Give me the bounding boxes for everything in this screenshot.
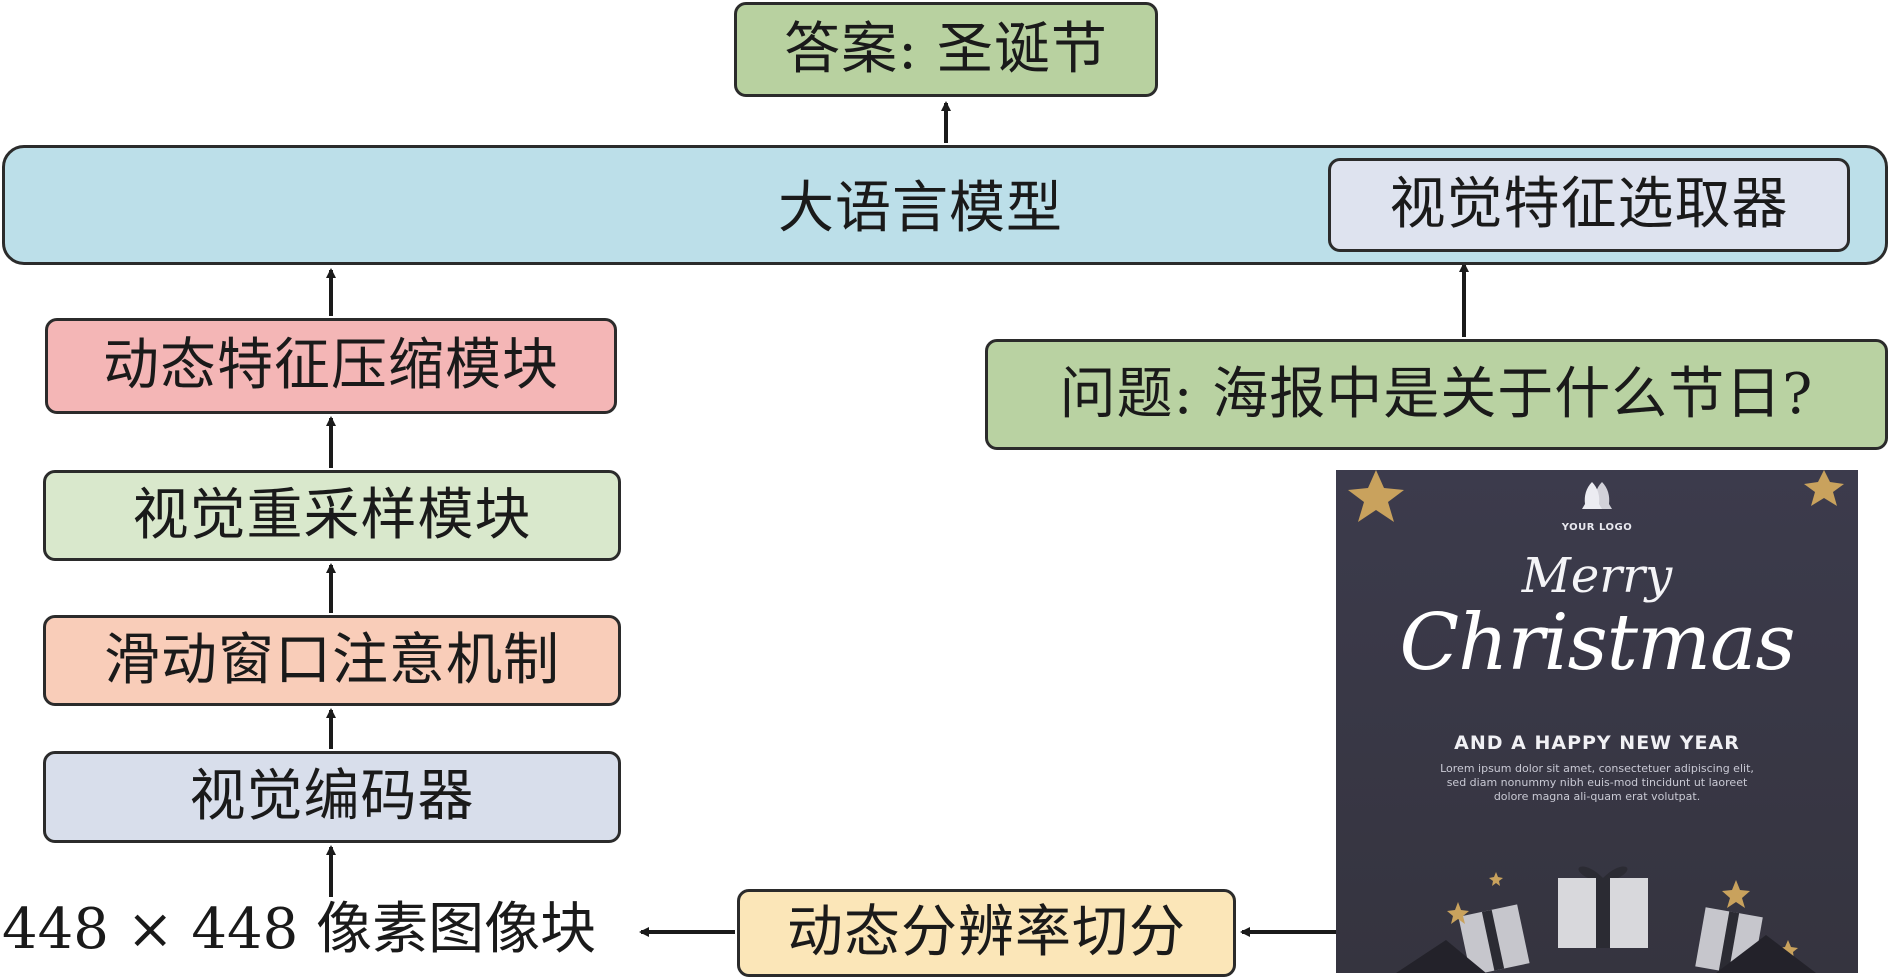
encoder-box: 视觉编码器 — [43, 751, 621, 843]
question-box: 问题: 海报中是关于什么节日? — [985, 339, 1888, 450]
dynamic-split-label: 动态分辨率切分 — [787, 900, 1186, 965]
poster-body-text: Lorem ipsum dolor sit amet, consectetuer… — [1440, 762, 1754, 803]
poster-christmas: Christmas — [1399, 598, 1795, 688]
resample-label: 视觉重采样模块 — [132, 482, 532, 548]
resample-box: 视觉重采样模块 — [43, 470, 621, 561]
star-icon — [1348, 470, 1404, 522]
star-icon — [1722, 880, 1750, 908]
pine-branch-icon — [1396, 935, 1816, 973]
window-attention-box: 滑动窗口注意机制 — [43, 615, 621, 706]
star-icon — [1804, 470, 1844, 506]
window-attention-label: 滑动窗口注意机制 — [104, 627, 560, 693]
poster-logo-text: YOUR LOGO — [1561, 522, 1633, 533]
poster-merry: Merry — [1521, 548, 1673, 604]
poster-subtitle: AND A HAPPY NEW YEAR — [1454, 732, 1740, 754]
dynamic-split-box: 动态分辨率切分 — [737, 889, 1236, 977]
selector-box: 视觉特征选取器 — [1328, 158, 1850, 252]
encoder-label: 视觉编码器 — [189, 764, 475, 829]
answer-box: 答案: 圣诞节 — [734, 2, 1158, 97]
star-icon — [1447, 902, 1469, 924]
question-label: 问题: 海报中是关于什么节日? — [1059, 361, 1814, 427]
patches-label: 448 × 448 像素图像块 — [2, 897, 597, 962]
answer-label: 答案: 圣诞节 — [784, 16, 1108, 82]
llm-label: 大语言模型 — [778, 176, 1063, 241]
bell-logo-icon — [1582, 482, 1612, 509]
poster-decorations — [1348, 470, 1844, 973]
selector-label: 视觉特征选取器 — [1389, 172, 1789, 237]
star-icon — [1489, 872, 1503, 886]
gift-box-icon — [1458, 904, 1530, 973]
christmas-poster: YOUR LOGO Merry Christmas AND A HAPPY NE… — [1336, 470, 1858, 973]
gift-box-icon — [1558, 866, 1648, 948]
compress-box: 动态特征压缩模块 — [45, 318, 617, 414]
compress-label: 动态特征压缩模块 — [103, 333, 559, 398]
